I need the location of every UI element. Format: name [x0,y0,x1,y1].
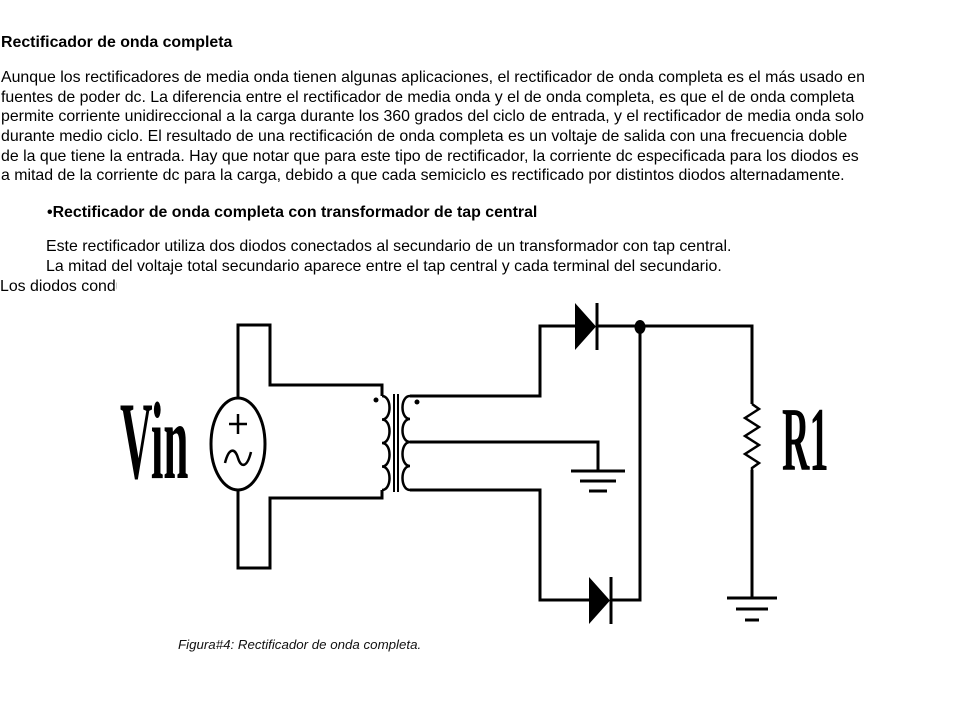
resistor-icon [742,402,762,470]
diode-top-icon [575,303,599,350]
wire-output-top [597,324,754,404]
page-title: Rectificador de onda completa [1,34,233,51]
ground-icon [571,469,625,493]
section-heading: •Rectificador de onda completa con trans… [47,203,537,222]
secondary-winding [401,394,411,492]
polarity-dot [414,399,420,405]
section-heading-text: Rectificador de onda completa con transf… [52,204,538,221]
paragraph-line: durante medio ciclo. El resultado de una… [1,128,848,145]
ac-source-icon [209,396,267,492]
paragraph-line: La mitad del voltaje total secundario ap… [46,258,722,275]
paragraph-line: Aunque los rectificadores de media onda … [1,69,865,86]
diode-bottom-icon [589,577,613,624]
circuit-diagram: Vin R1 [120,303,828,624]
wire-output-bottom [611,327,642,602]
r1-label: R1 [782,390,828,491]
circuit-wires [236,323,754,602]
figure-caption: Figura#4: Rectificador de onda completa. [178,637,422,652]
paragraph-line: Este rectificador utiliza dos diodos con… [46,238,732,255]
circuit-figure: Vin R1 [117,279,835,635]
paragraph-line: a mitad de la corriente dc para la carga… [1,167,845,184]
bullet-icon: • [47,204,53,221]
junction-dot [634,320,646,334]
paragraph-line: de la que tiene la entrada. Hay que nota… [1,148,859,165]
primary-winding [381,394,391,492]
transformer-icon [373,394,420,492]
polarity-dot [373,397,379,403]
plus-sign-icon [229,414,247,434]
wire-secondary-bottom [410,488,589,602]
paragraph-line: permite corriente unidireccional a la ca… [1,108,865,125]
vin-label: Vin [120,381,188,503]
paragraph-line: fuentes de poder dc. La diferencia entre… [1,89,855,106]
wire-secondary-top [410,324,575,398]
sine-wave-icon [223,449,253,466]
ground-icon [727,596,777,622]
wire-center-tap [410,440,600,471]
truncated-paragraph-line: Los diodos condu [0,278,125,295]
